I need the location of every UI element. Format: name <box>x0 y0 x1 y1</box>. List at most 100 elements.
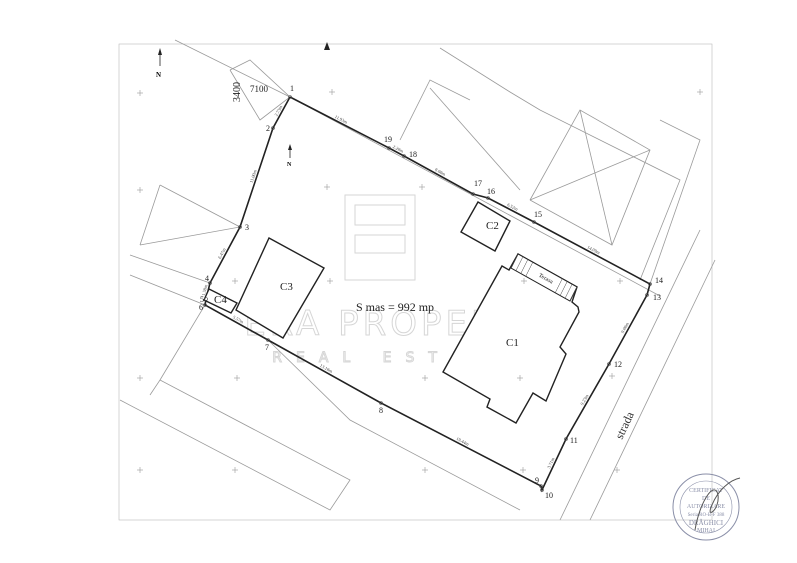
svg-text:AUTORIZARE: AUTORIZARE <box>687 504 726 510</box>
point-label: 18 <box>409 150 417 159</box>
point-label: 10 <box>545 491 553 500</box>
grid-cross-icon <box>517 375 523 381</box>
survey-point-marker <box>379 401 383 405</box>
grid-cross-icon <box>232 467 238 473</box>
building-label: C3 <box>280 281 293 293</box>
grid-cross-icon <box>137 90 143 96</box>
building-c4 <box>203 288 238 314</box>
grid-arrow-icon <box>324 42 330 50</box>
survey-point-marker <box>402 154 406 158</box>
grid-cross-icon <box>422 467 428 473</box>
point-label: 6 <box>199 303 203 312</box>
point-label: 2 <box>266 124 270 133</box>
point-label: 16 <box>487 187 495 196</box>
svg-text:DRĂGHICI: DRĂGHICI <box>689 519 724 527</box>
neighbour-parcels <box>119 39 716 521</box>
survey-point-marker <box>648 282 652 286</box>
building-label: C1 <box>506 337 519 349</box>
survey-point-marker <box>266 338 270 342</box>
distance-label: 19.44m <box>455 436 470 447</box>
survey-point-marker <box>204 297 208 301</box>
survey-point-marker <box>486 196 490 200</box>
grid-cross-icon <box>324 184 330 190</box>
coord-y-label: 3400 <box>232 82 243 102</box>
point-label: 11 <box>570 436 578 445</box>
point-label: 17 <box>474 179 482 188</box>
survey-point-marker <box>288 95 292 99</box>
distance-label: 13.18m <box>319 363 334 374</box>
boundary-line <box>204 96 651 493</box>
survey-point-marker <box>208 281 212 285</box>
point-label: 19 <box>384 135 392 144</box>
grid-cross-icon <box>609 373 615 379</box>
area-label: S mas = 992 mp <box>356 300 434 314</box>
point-label: 3 <box>245 223 249 232</box>
distance-label: 6.47m <box>217 247 227 260</box>
survey-point-marker <box>564 437 568 441</box>
point-label: 9 <box>535 476 539 485</box>
north-arrow-icon: N <box>156 48 162 79</box>
terrace: Terasa <box>510 253 578 302</box>
survey-point-marker <box>532 220 536 224</box>
grid-cross-icon <box>520 467 526 473</box>
signature <box>694 477 741 531</box>
svg-text:DE: DE <box>702 496 710 502</box>
distance-label: 3.71m <box>546 456 556 469</box>
grid-cross-icon <box>232 278 238 284</box>
north-label: N <box>156 71 161 79</box>
grid-cross-icon <box>617 278 623 284</box>
point-label: 1 <box>290 84 294 93</box>
distance-label: 11.00m <box>249 169 258 184</box>
watermark-tagline: REAL ESTATE <box>272 350 518 366</box>
grid-cross-icon <box>614 467 620 473</box>
north-label: N <box>287 162 292 168</box>
grid-cross-icon <box>329 89 335 95</box>
svg-text:CERTIFICAT: CERTIFICAT <box>689 488 723 494</box>
building-label: C2 <box>486 220 499 232</box>
survey-point-marker <box>471 192 475 196</box>
distance-label: 14.09m <box>586 244 601 255</box>
sheet-frame <box>118 43 713 521</box>
building-c3 <box>235 237 325 339</box>
distance-label: 1.58m <box>201 284 209 297</box>
distance-label: 8.60m <box>434 167 447 177</box>
survey-point-marker <box>539 484 543 488</box>
svg-text:MIHAI: MIHAI <box>697 528 715 534</box>
distance-label: 2.73m <box>274 104 284 117</box>
grid-cross-icon <box>697 89 703 95</box>
svg-text:Seria RO-B-F 388: Seria RO-B-F 388 <box>688 513 725 518</box>
point-label: 4 <box>205 274 209 283</box>
point-label: 13 <box>653 293 661 302</box>
grid-cross-icon <box>422 375 428 381</box>
distance-labels: 2.73m 11.00m 6.47m 1.58m 5.57m 13.18m 19.44m 3.… <box>201 104 630 469</box>
distance-label: 6.52m <box>506 202 519 212</box>
grid-cross-icon <box>137 375 143 381</box>
distance-label: 9.23m <box>579 393 589 406</box>
street-label: strada <box>612 409 637 441</box>
survey-point-marker <box>607 362 611 366</box>
survey-point-marker <box>540 488 544 492</box>
distance-label: 2.28m <box>392 144 405 154</box>
survey-point-marker <box>387 146 391 150</box>
survey-point-marker <box>645 293 649 297</box>
north-arrow-icon: N <box>287 144 292 168</box>
grid-cross-icon <box>137 467 143 473</box>
building-label: C4 <box>214 294 227 306</box>
grid-cross-icon <box>234 375 240 381</box>
building-c2 <box>460 201 511 252</box>
grid-cross-icon <box>137 187 143 193</box>
point-label: 8 <box>379 406 383 415</box>
point-label: 12 <box>614 360 622 369</box>
distance-label: 11.93m <box>334 114 349 125</box>
survey-point-marker <box>271 126 275 130</box>
survey-point-marker <box>203 303 207 307</box>
point-label: 14 <box>655 276 663 285</box>
coord-x-label: 7100 <box>250 84 269 94</box>
distance-label: 5.57m <box>232 314 245 324</box>
grid-cross-icon <box>327 278 333 284</box>
grid-cross-icon <box>419 184 425 190</box>
